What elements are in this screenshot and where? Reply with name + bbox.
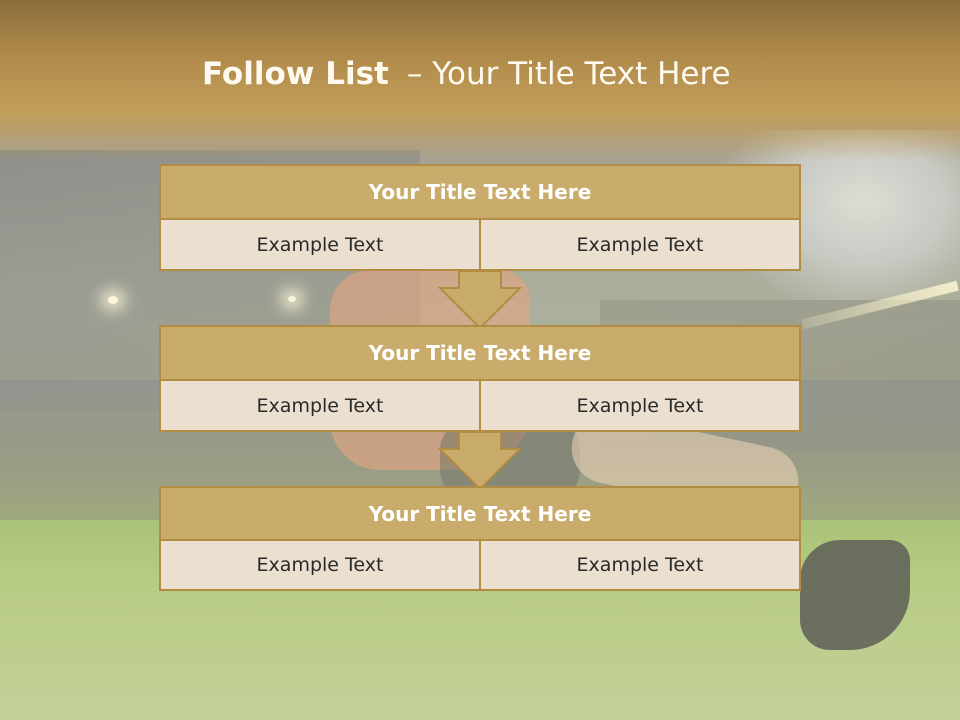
block-row: Example Text Example Text xyxy=(159,220,801,271)
block-cell: Example Text xyxy=(256,233,384,256)
list-block: Your Title Text Here Example Text Exampl… xyxy=(159,164,801,271)
block-cell: Example Text xyxy=(256,394,384,417)
list-block: Your Title Text Here Example Text Exampl… xyxy=(159,486,801,591)
list-block: Your Title Text Here Example Text Exampl… xyxy=(159,325,801,432)
block-cell: Example Text xyxy=(479,220,799,269)
down-arrow-icon xyxy=(438,270,522,330)
floodlight xyxy=(288,296,296,302)
player-boot xyxy=(800,540,910,650)
slide-title-bold: Follow List xyxy=(202,56,389,92)
block-title: Your Title Text Here xyxy=(159,325,801,381)
block-cell: Example Text xyxy=(256,554,384,576)
block-title: Your Title Text Here xyxy=(159,164,801,220)
block-cell: Example Text xyxy=(479,541,799,589)
block-cell: Example Text xyxy=(479,381,799,430)
slide-title-rest: – Your Title Text Here xyxy=(406,56,731,92)
block-title: Your Title Text Here xyxy=(159,486,801,541)
slide-title: Follow List – Your Title Text Here xyxy=(202,56,731,92)
block-row: Example Text Example Text xyxy=(159,541,801,591)
title-banner: Follow List – Your Title Text Here xyxy=(0,0,960,160)
floodlight xyxy=(108,296,118,304)
down-arrow-icon xyxy=(438,431,522,491)
block-row: Example Text Example Text xyxy=(159,381,801,432)
